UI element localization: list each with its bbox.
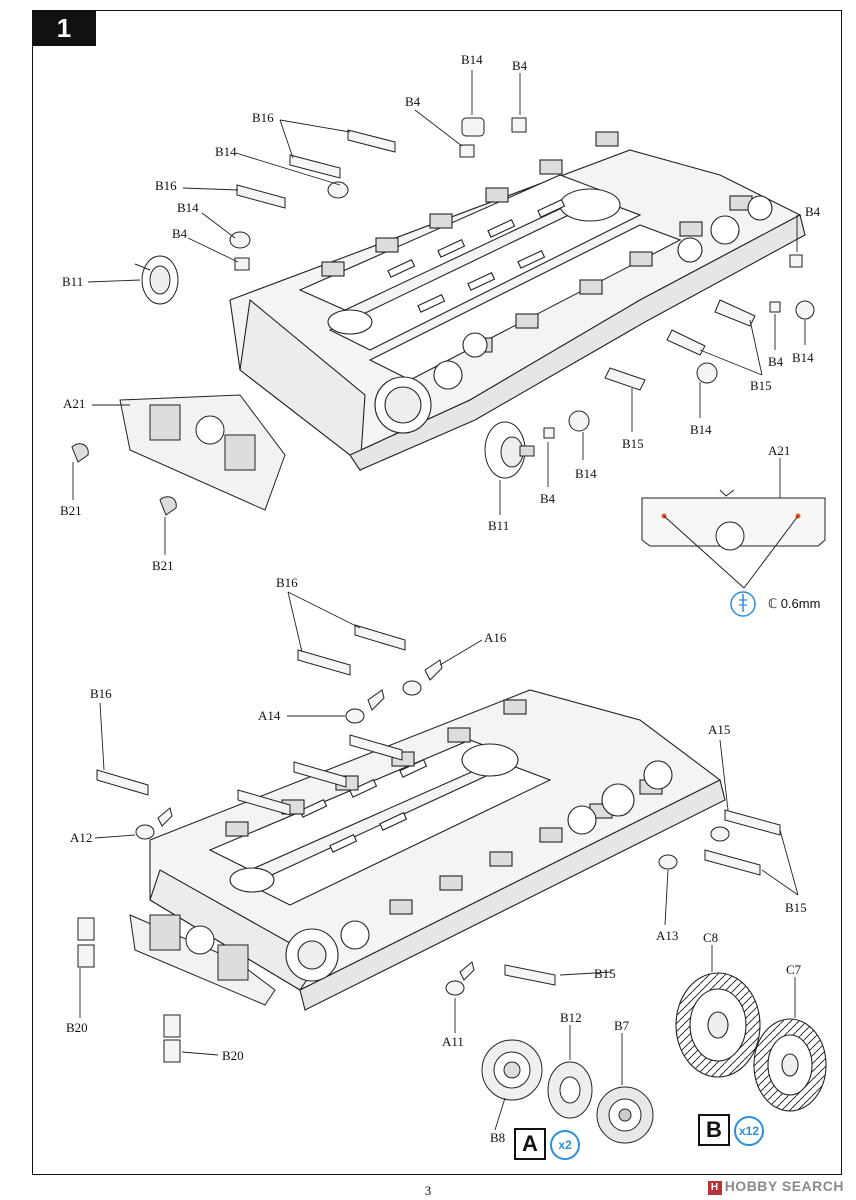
label-b14-b: B14 [215,144,237,159]
label-b15-d: B15 [594,966,616,981]
sprocket-b8 [481,1039,543,1101]
sprue-a-qty: x2 [550,1130,580,1160]
drill-icon [730,591,756,617]
label-b11-a: B11 [62,274,83,289]
label-c8: C8 [703,930,718,945]
label-b4-a: B4 [512,58,528,73]
label-b4-d: B4 [540,491,556,506]
label-b14-a: B14 [461,52,483,67]
drive-hub-b11-right [484,421,535,479]
front-plate-a21-top [119,394,286,511]
label-b16-a: B16 [252,110,274,125]
label-b16-b: B16 [155,178,177,193]
label-b14-c: B14 [177,200,199,215]
label-a11: A11 [442,1034,464,1049]
front-plate-a21-bottom [129,914,276,1006]
label-b21-a: B21 [60,503,82,518]
label-a14: A14 [258,708,281,723]
spacer-b12 [547,1061,593,1119]
a21-detail-inset [641,489,826,589]
lower-hull-bottom [149,689,726,1011]
watermark-text: HOBBY SEARCH [724,1178,844,1194]
label-a13: A13 [656,928,678,943]
label-a21-a: A21 [63,396,85,411]
drill-size-note: ℂ 0.6mm [768,596,820,612]
label-a12: A12 [70,830,92,845]
label-b21-b: B21 [152,558,174,573]
label-b8: B8 [490,1130,505,1145]
label-b11-b: B11 [488,518,509,533]
drive-hub-b11-left [134,255,179,305]
label-b15-c: B15 [785,900,807,915]
road-wheel-c8 [675,972,761,1078]
label-a16: A16 [484,630,507,645]
label-b15-a: B15 [622,436,644,451]
sprue-b-box: B [698,1114,730,1146]
label-b16-c: B16 [276,575,298,590]
label-b4-e: B4 [768,354,784,369]
watermark-logo-icon: H [707,1181,722,1195]
part-labels-top: B14 B4 B4 B16 B14 B16 B14 B4 B11 A21 B21… [60,52,821,573]
sprocket-b7 [596,1086,654,1144]
label-b14-d: B14 [575,466,597,481]
road-wheel-c7 [753,1018,827,1112]
label-b20-a: B20 [66,1020,88,1035]
label-b4-c: B4 [172,226,188,241]
label-b15-b: B15 [750,378,772,393]
leader-lines-bottom [79,591,799,1131]
leader-lines-top [72,70,806,555]
label-b4-f: B4 [805,204,821,219]
label-a15: A15 [708,722,730,737]
sprue-b-qty: x12 [734,1116,764,1146]
label-b20-b: B20 [222,1048,244,1063]
drill-size-text: 0.6mm [780,596,821,611]
page-number: 3 [424,1183,432,1198]
part-labels-bottom: B16 A16 B16 A14 A12 A15 B15 A13 B15 A11 … [66,575,807,1145]
label-a21-b: A21 [768,443,790,458]
upper-hull-top [229,131,806,472]
instruction-frame [32,10,842,1175]
bottom-small-parts [77,624,781,1063]
label-c7: C7 [786,962,802,977]
drill-symbol: ℂ [768,596,778,611]
label-b14-f: B14 [792,350,814,365]
label-b12: B12 [560,1010,582,1025]
sprue-a-box: A [514,1128,546,1160]
top-small-parts [71,117,815,516]
label-b14-e: B14 [690,422,712,437]
label-b16-d: B16 [90,686,112,701]
label-b7: B7 [614,1018,630,1033]
step-number-badge: 1 [32,10,96,46]
label-b4-b: B4 [405,94,421,109]
